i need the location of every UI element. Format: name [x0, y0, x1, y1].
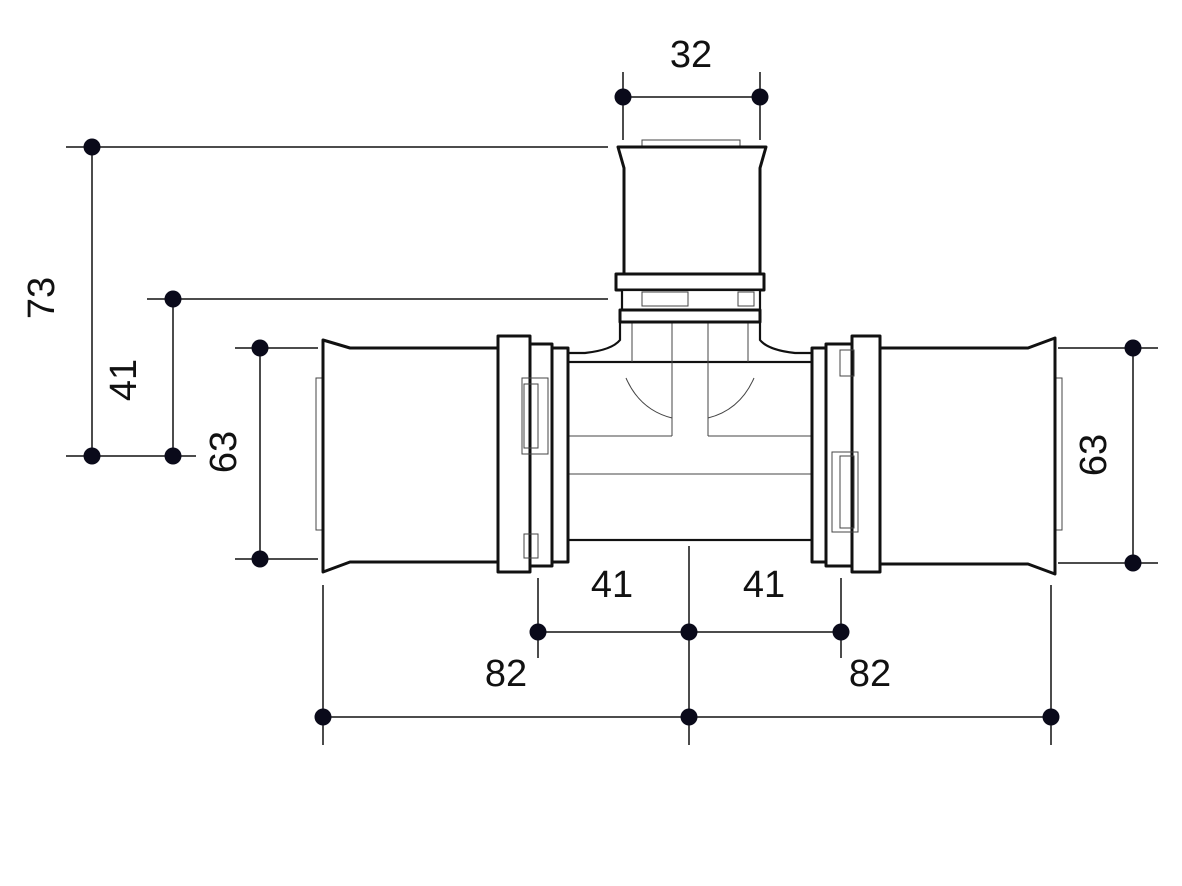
label-right-half: 41 [743, 564, 785, 606]
label-overall-height: 73 [21, 277, 63, 319]
top-branch-sleeve [614, 139, 768, 324]
label-left-diameter: 63 [203, 431, 245, 473]
dimension-labels: 32 73 41 63 63 41 41 82 82 [21, 34, 1115, 695]
label-top-width: 32 [670, 34, 712, 76]
tee-body [566, 320, 814, 542]
right-run-sleeve [810, 334, 1063, 576]
left-run-sleeve [315, 334, 570, 574]
label-left-total: 82 [485, 653, 527, 695]
label-right-total: 82 [849, 653, 891, 695]
label-left-half: 41 [591, 564, 633, 606]
dimension-dots [83, 88, 1142, 726]
label-right-diameter: 63 [1073, 434, 1115, 476]
label-branch-height: 41 [103, 359, 145, 401]
